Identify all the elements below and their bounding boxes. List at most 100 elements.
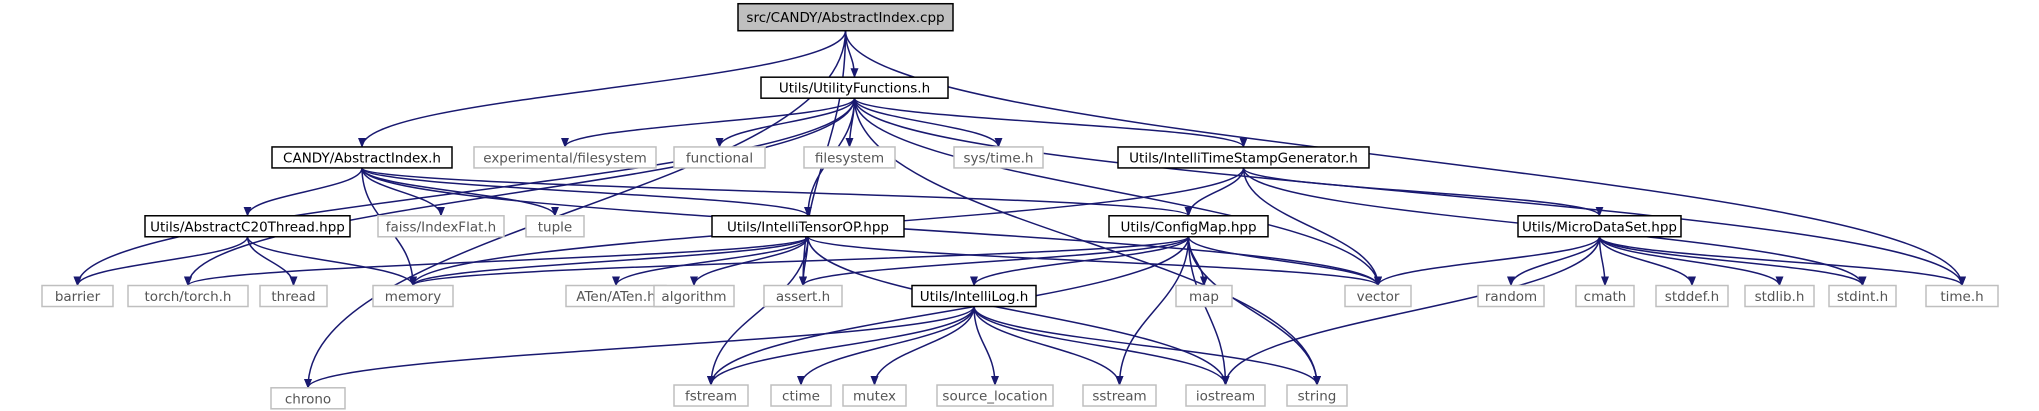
node-label-root: src/CANDY/AbstractIndex.cpp	[746, 10, 944, 26]
node-configmap[interactable]: Utils/ConfigMap.hpp	[1108, 215, 1269, 238]
node-label-map: map	[1189, 289, 1219, 305]
node-ctime: ctime	[770, 384, 832, 407]
edge-utilfunc-to-timestamp	[853, 97, 1248, 148]
node-iostream: iostream	[1185, 384, 1266, 407]
edge-timestamp-to-microdata	[1242, 167, 1604, 217]
node-string: string	[1286, 384, 1348, 407]
node-label-expfs: experimental/filesystem	[483, 150, 646, 166]
node-label-assert: assert.h	[776, 289, 830, 305]
node-label-stddef: stddef.h	[1665, 289, 1719, 305]
node-box-timeh	[1925, 284, 1999, 308]
node-box-iostream	[1185, 384, 1266, 407]
edge-tensorop-to-algorithm	[690, 236, 809, 287]
edge-configmap-to-fstream	[707, 236, 1190, 387]
edge-microdata-to-random	[1507, 236, 1601, 287]
node-cmath: cmath	[1575, 284, 1635, 308]
edge-intellilog-to-string	[973, 306, 1321, 387]
node-layer: src/CANDY/AbstractIndex.cppUtils/Utility…	[41, 2, 1999, 410]
node-box-absthread	[144, 215, 351, 238]
node-tensorop[interactable]: Utils/IntelliTensorOP.hpp	[711, 215, 905, 238]
node-map: map	[1175, 284, 1233, 308]
node-box-ctime	[770, 384, 832, 407]
node-algorithm: algorithm	[653, 284, 735, 308]
node-utilfunc[interactable]: Utils/UtilityFunctions.h	[760, 76, 949, 99]
node-absthread[interactable]: Utils/AbstractC20Thread.hpp	[144, 215, 351, 238]
node-label-srcloc: source_location	[942, 389, 1047, 405]
node-label-configmap: Utils/ConfigMap.hpp	[1120, 219, 1256, 235]
edge-intellilog-to-chrono	[304, 306, 975, 389]
node-box-mutex	[842, 384, 907, 407]
node-intellilog[interactable]: Utils/IntelliLog.h	[911, 284, 1037, 308]
node-box-barrier	[41, 284, 114, 308]
node-label-string: string	[1298, 389, 1337, 405]
edge-tensorop-to-torch	[184, 236, 809, 287]
node-label-utilfunc: Utils/UtilityFunctions.h	[779, 81, 930, 97]
edge-absthread-to-thread	[246, 236, 298, 287]
node-box-map	[1175, 284, 1233, 308]
node-label-fstream: fstream	[685, 389, 737, 405]
node-label-chrono: chrono	[285, 391, 331, 407]
node-microdata[interactable]: Utils/MicroDataSet.hpp	[1517, 215, 1682, 238]
edge-intellilog-to-srcloc	[973, 306, 999, 387]
edge-root-to-absidx	[358, 30, 847, 148]
node-stddef: stddef.h	[1655, 284, 1729, 308]
node-root[interactable]: src/CANDY/AbstractIndex.cpp	[737, 2, 954, 32]
edge-tensorop-to-iostream	[807, 236, 1230, 387]
edge-configmap-to-iostream	[1187, 236, 1230, 387]
edge-intellilog-to-ctime	[797, 306, 975, 387]
node-label-vector: vector	[1357, 289, 1400, 305]
node-fstream: fstream	[673, 384, 749, 407]
node-box-tensorop	[711, 215, 905, 238]
edge-absidx-to-tensorop	[361, 167, 812, 217]
node-box-vector	[1344, 284, 1412, 308]
edge-utilfunc-to-vector	[853, 98, 1382, 287]
edge-tensorop-to-memory	[409, 236, 809, 287]
edge-layer	[73, 30, 1966, 389]
node-label-tensorop: Utils/IntelliTensorOP.hpp	[727, 219, 889, 235]
node-box-microdata	[1517, 215, 1682, 238]
node-box-algorithm	[653, 284, 735, 308]
node-srcloc: source_location	[936, 384, 1054, 407]
node-box-root	[737, 2, 954, 32]
node-timestamp[interactable]: Utils/IntelliTimeStampGenerator.h	[1117, 146, 1370, 169]
node-box-functional	[673, 146, 766, 169]
edge-tensorop-to-aten	[612, 236, 809, 287]
node-label-timeh: time.h	[1940, 289, 1983, 305]
edge-utilfunc-to-torch	[184, 98, 856, 287]
node-memory: memory	[372, 284, 454, 308]
edge-microdata-to-stddef	[1598, 236, 1696, 287]
node-box-random	[1477, 284, 1545, 308]
node-label-ctime: ctime	[782, 389, 820, 405]
node-box-expfs	[473, 146, 657, 169]
node-label-torch: torch/torch.h	[145, 289, 232, 305]
node-box-sstream	[1082, 384, 1157, 407]
edge-absthread-to-memory	[246, 236, 417, 287]
node-absidx[interactable]: CANDY/AbstractIndex.h	[271, 146, 453, 169]
node-box-string	[1286, 384, 1348, 407]
node-label-mutex: mutex	[853, 389, 896, 405]
node-box-fstream	[673, 384, 749, 407]
node-thread: thread	[259, 284, 328, 308]
node-label-absidx: CANDY/AbstractIndex.h	[283, 150, 441, 166]
edge-utilfunc-to-systime	[853, 97, 1003, 148]
node-label-sstream: sstream	[1092, 389, 1146, 405]
edge-absidx-to-configmap	[361, 167, 1193, 217]
edge-utilfunc-to-timeh	[853, 98, 1966, 287]
edge-tensorop-to-fstream	[707, 236, 809, 387]
node-label-microdata: Utils/MicroDataSet.hpp	[1522, 219, 1677, 235]
node-torch: torch/torch.h	[127, 284, 249, 308]
node-barrier: barrier	[41, 284, 114, 308]
edge-intellilog-to-mutex	[870, 306, 975, 387]
node-label-cmath: cmath	[1584, 289, 1627, 305]
node-box-assert	[763, 284, 843, 308]
node-box-absidx	[271, 146, 453, 169]
node-label-random: random	[1485, 289, 1537, 305]
node-box-systime	[953, 146, 1044, 169]
edge-intellilog-to-fstream	[707, 306, 975, 387]
edge-configmap-to-string	[1187, 236, 1321, 387]
node-expfs: experimental/filesystem	[473, 146, 657, 169]
edge-intellilog-to-iostream	[973, 306, 1230, 387]
node-faiss: faiss/IndexFlat.h	[377, 215, 505, 238]
node-stdint: stdint.h	[1828, 284, 1897, 308]
